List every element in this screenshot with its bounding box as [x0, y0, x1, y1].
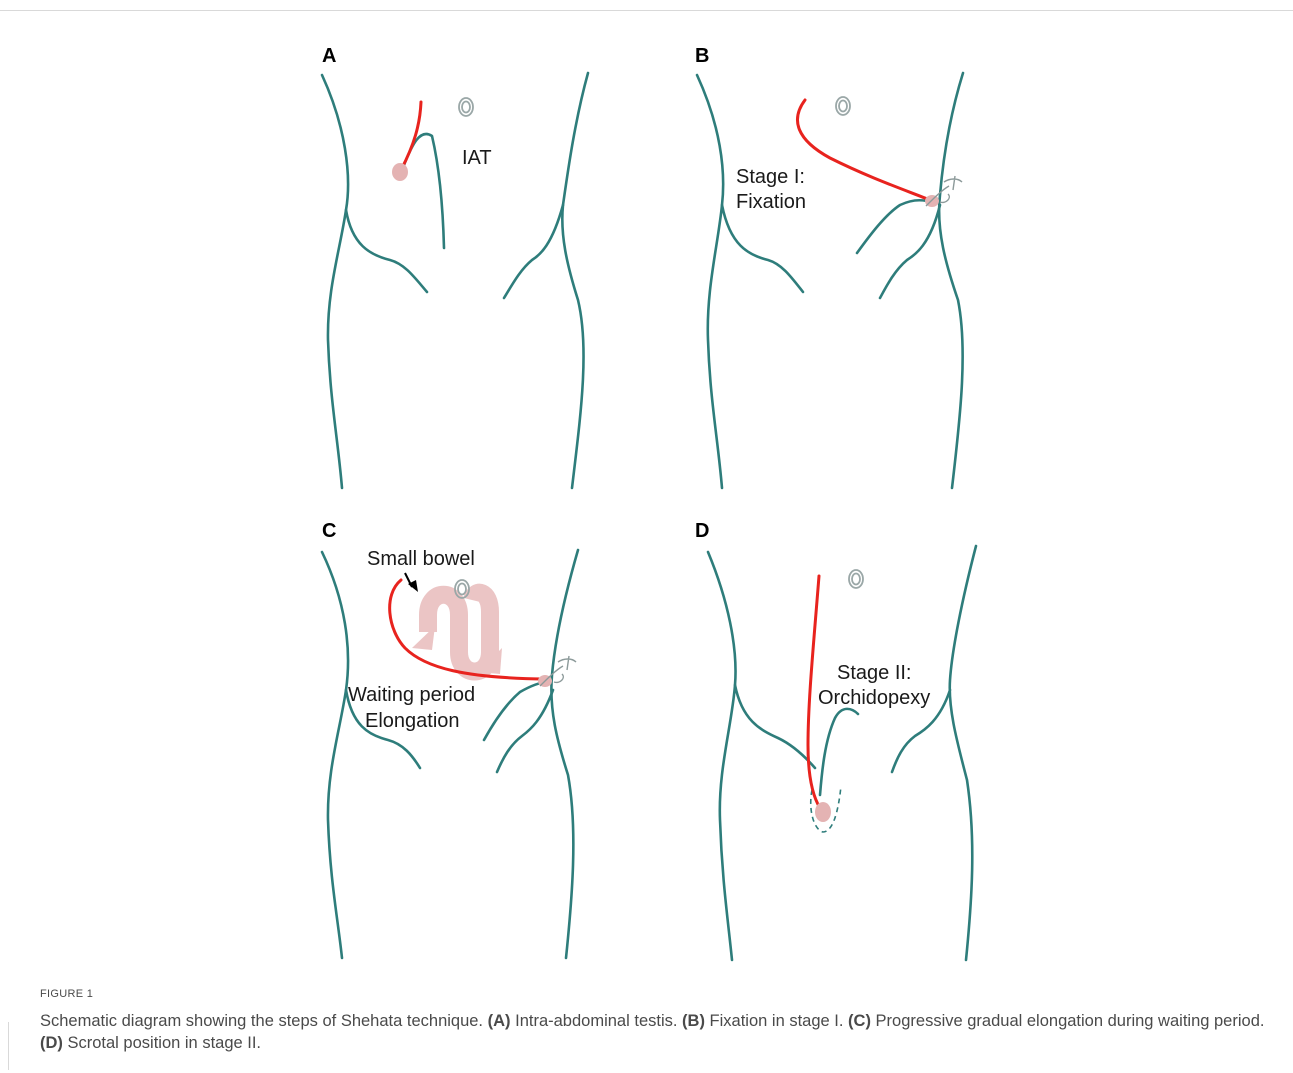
figure-label: FIGURE 1 — [40, 988, 1270, 1000]
panel-c-fixation-suture — [540, 656, 576, 686]
caption-text-d: Scrotal position in stage II. — [68, 1034, 262, 1052]
caption-text-b: Fixation in stage I. — [710, 1012, 844, 1030]
panel-d: D Stage II: Orchidopexy — [695, 520, 976, 960]
panel-a-label: IAT — [462, 147, 492, 169]
panel-b-right-outline — [939, 73, 963, 488]
panel-c-letter: C — [322, 520, 336, 542]
caption-ref-d: (D) — [40, 1034, 63, 1052]
panel-a: A IAT — [322, 45, 588, 488]
caption-text-a: Intra-abdominal testis. — [515, 1012, 677, 1030]
panel-a-navel-icon — [459, 98, 473, 116]
panel-a-testis — [392, 163, 408, 181]
panel-a-right-groin — [504, 205, 563, 298]
panel-b-label-line2: Fixation — [736, 191, 806, 213]
panel-b-fixation-suture — [926, 176, 962, 206]
panel-a-right-outline — [562, 73, 588, 488]
panel-b-label-line1: Stage I: — [736, 166, 805, 188]
panel-d-left-outline — [708, 552, 736, 960]
panel-c-small-bowel — [428, 593, 490, 672]
panel-a-left-outline — [322, 75, 348, 488]
caption-ref-c: (C) — [848, 1012, 871, 1030]
panel-d-label-line2: Orchidopexy — [818, 687, 930, 709]
panel-c: C Small bowel Waiting period Elongation — [322, 520, 578, 958]
panel-d-letter: D — [695, 520, 709, 542]
panel-c-peritoneal-fold — [484, 681, 550, 740]
panel-b: B Stage I: Fixation — [695, 45, 963, 488]
panel-b-navel-icon — [836, 97, 850, 115]
caption-intro: Schematic diagram showing the steps of S… — [40, 1012, 483, 1030]
caption-text-c: Progressive gradual elongation during wa… — [876, 1012, 1265, 1030]
panel-c-label-line1: Waiting period — [348, 684, 475, 706]
panel-b-right-groin — [880, 205, 940, 298]
figure-caption: Schematic diagram showing the steps of S… — [40, 1010, 1270, 1054]
panel-b-letter: B — [695, 45, 709, 67]
panel-d-peritoneal-fold — [820, 709, 858, 795]
panel-c-left-outline — [322, 552, 348, 958]
panel-d-label-line1: Stage II: — [837, 662, 912, 684]
panel-d-right-outline — [950, 546, 976, 960]
caption-ref-b: (B) — [682, 1012, 705, 1030]
panel-c-navel-icon — [455, 580, 469, 598]
panel-c-label-line2: Elongation — [365, 710, 460, 732]
panel-a-left-groin — [346, 210, 427, 292]
panel-b-spermatic-cord — [797, 100, 930, 200]
panel-c-small-bowel-label: Small bowel — [367, 548, 475, 570]
panel-d-testis — [815, 802, 831, 822]
panel-c-right-groin — [497, 690, 553, 772]
figure-diagram: A IAT B Stage I: Fixation C — [0, 0, 1293, 980]
caption-left-border — [8, 1022, 9, 1070]
panel-b-left-outline — [697, 75, 723, 488]
panel-b-left-groin — [722, 205, 803, 292]
panel-a-spermatic-cord — [401, 102, 421, 170]
panel-a-letter: A — [322, 45, 336, 67]
panel-d-left-groin — [735, 685, 815, 768]
panel-c-right-outline — [551, 550, 578, 958]
caption-ref-a: (A) — [488, 1012, 511, 1030]
panel-d-navel-icon — [849, 570, 863, 588]
